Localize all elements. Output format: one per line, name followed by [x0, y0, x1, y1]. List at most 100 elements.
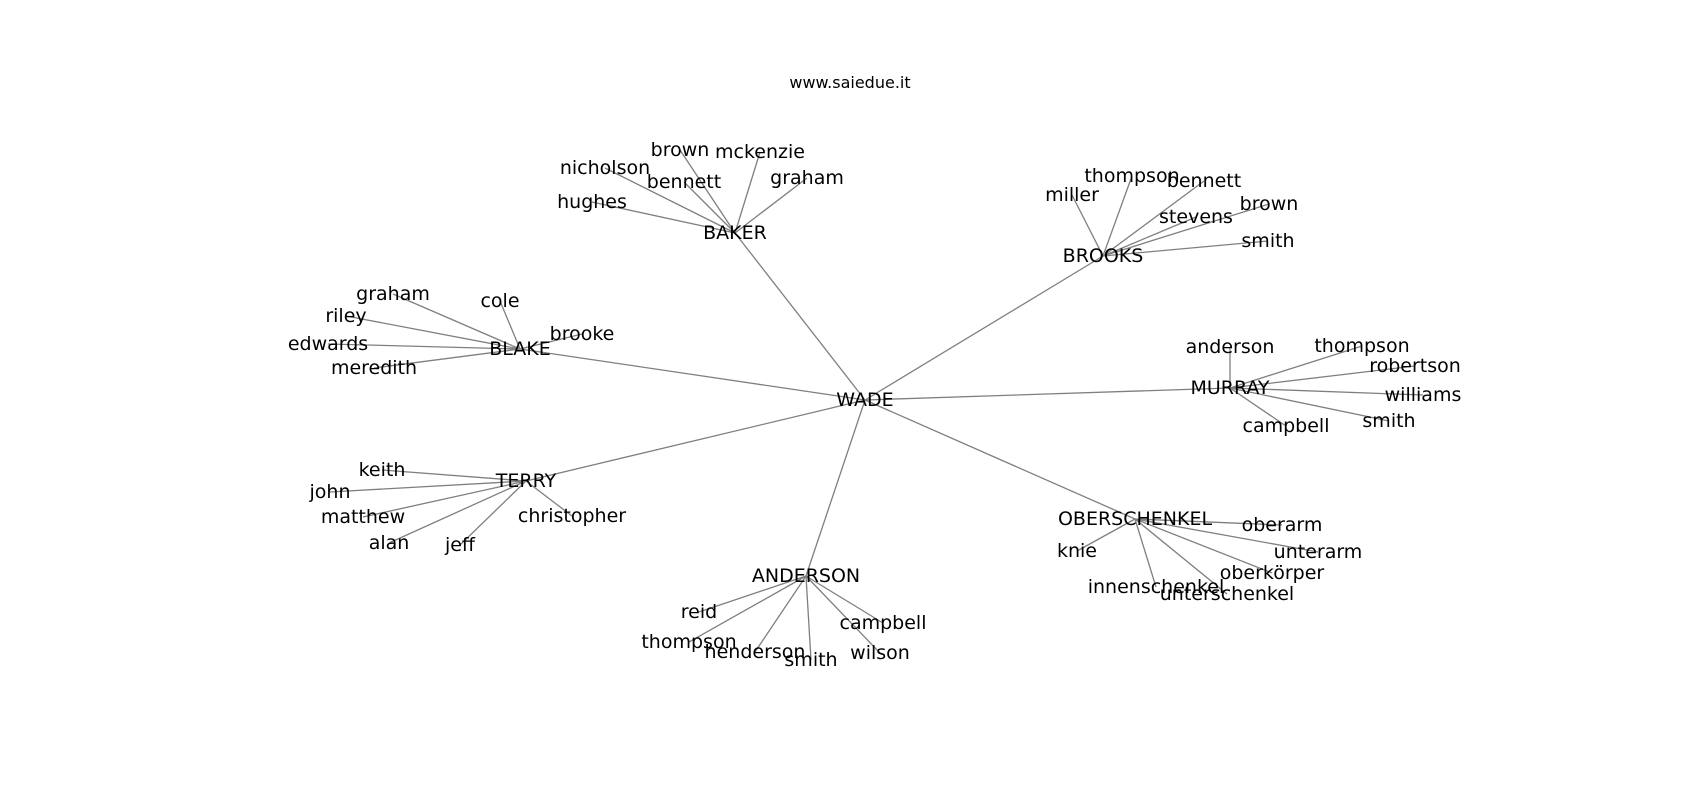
leaf-node-anderson-campbell: campbell [840, 612, 927, 634]
leaf-node-oberschenkel-unterarm: unterarm [1274, 541, 1363, 563]
edge-murray-campbell [1229, 387, 1287, 427]
edge-anderson-wilson [805, 575, 881, 654]
leaf-node-brooks-smith: smith [1241, 230, 1294, 252]
edge-wade-baker [734, 232, 866, 401]
edge-wade-terry [525, 399, 866, 482]
hub-node-terry: TERRY [495, 470, 557, 492]
leaf-node-murray-campbell: campbell [1243, 415, 1330, 437]
leaf-node-baker-nicholson: nicholson [560, 157, 650, 179]
edge-oberschenkel-unterschenkel [1134, 518, 1228, 595]
edge-baker-mckenzie [734, 151, 761, 234]
edge-terry-matthew [362, 480, 527, 518]
leaf-node-anderson-thompson: thompson [641, 631, 736, 653]
edge-baker-hughes [591, 201, 736, 234]
edge-blake-cole [499, 300, 521, 350]
edge-wade-murray [864, 387, 1231, 401]
leaf-node-oberschenkel-unterschenkel: unterschenkel [1160, 583, 1294, 605]
leaf-node-murray-thompson: thompson [1314, 335, 1409, 357]
edge-terry-alan [388, 480, 527, 544]
hub-node-baker: BAKER [703, 222, 767, 244]
hub-node-anderson: ANDERSON [752, 565, 860, 587]
edge-wade-brooks [864, 255, 1104, 401]
edge-anderson-henderson [754, 575, 807, 653]
edge-brooks-bennett [1102, 180, 1205, 257]
leaf-node-terry-matthew: matthew [321, 506, 405, 528]
leaf-node-anderson-reid: reid [681, 601, 717, 623]
edge-anderson-thompson [688, 575, 807, 643]
leaf-node-brooks-thompson: thompson [1084, 165, 1179, 187]
edge-murray-thompson [1229, 345, 1363, 389]
edge-murray-williams [1229, 387, 1424, 396]
edge-oberschenkel-unterarm [1134, 518, 1319, 553]
edge-brooks-stevens [1102, 216, 1197, 257]
leaf-node-murray-williams: williams [1385, 384, 1462, 406]
leaf-node-brooks-brown: brown [1240, 193, 1299, 215]
leaf-node-oberschenkel-oberarm: oberarm [1242, 514, 1323, 536]
leaf-node-murray-robertson: robertson [1369, 355, 1461, 377]
site-watermark: www.saiedue.it [789, 73, 910, 92]
leaf-node-oberschenkel-oberkorper: oberkörper [1220, 562, 1325, 584]
edge-brooks-smith [1102, 240, 1269, 257]
edge-terry-jeff [459, 480, 527, 546]
leaf-node-baker-hughes: hughes [557, 191, 627, 213]
edge-oberschenkel-oberkorper [1134, 518, 1273, 574]
hub-node-brooks: BROOKS [1063, 245, 1144, 267]
edges-layer [327, 149, 1424, 661]
leaf-node-terry-john: john [309, 481, 351, 503]
edge-murray-smith [1229, 387, 1390, 422]
leaf-node-baker-bennett: bennett [647, 171, 721, 193]
edge-blake-graham [392, 293, 521, 350]
leaf-node-oberschenkel-knie: knie [1057, 540, 1097, 562]
edge-blake-riley [345, 315, 521, 350]
edge-anderson-campbell [805, 575, 884, 624]
edge-terry-keith [381, 469, 527, 482]
edge-baker-graham [734, 177, 808, 234]
hub-node-oberschenkel: OBERSCHENKEL [1058, 508, 1212, 530]
leaf-node-blake-cole: cole [480, 290, 519, 312]
root-node-wade: WADE [836, 389, 893, 411]
leaf-node-blake-brooke: brooke [550, 323, 615, 345]
leaf-node-brooks-bennett: bennett [1167, 170, 1241, 192]
edge-baker-bennett [683, 181, 736, 234]
edge-blake-meredith [373, 348, 521, 369]
leaf-node-brooks-stevens: stevens [1159, 206, 1233, 228]
edge-brooks-thompson [1102, 175, 1133, 257]
edge-terry-christopher [525, 480, 573, 517]
leaf-node-baker-brown: brown [651, 139, 710, 161]
leaf-node-anderson-henderson: henderson [705, 641, 806, 663]
edge-wade-anderson [805, 399, 866, 577]
leaf-node-terry-keith: keith [359, 459, 406, 481]
edge-blake-edwards [327, 343, 521, 350]
edge-terry-john [329, 480, 527, 493]
leaf-node-murray-anderson: anderson [1186, 336, 1275, 358]
leaf-node-terry-jeff: jeff [444, 534, 476, 556]
leaf-node-anderson-wilson: wilson [850, 642, 910, 664]
leaf-node-baker-mckenzie: mckenzie [715, 141, 805, 163]
edge-brooks-miller [1071, 194, 1104, 257]
leaf-node-oberschenkel-innenschenkel: innenschenkel [1088, 576, 1225, 598]
edge-wade-blake [519, 348, 866, 401]
edge-anderson-smith [805, 575, 812, 661]
leaf-node-baker-graham: graham [770, 167, 844, 189]
edge-brooks-brown [1102, 203, 1270, 257]
edge-oberschenkel-oberarm [1134, 518, 1283, 526]
leaf-node-blake-graham: graham [356, 283, 430, 305]
leaf-node-anderson-smith: smith [784, 649, 837, 671]
edge-oberschenkel-knie [1076, 518, 1136, 552]
leaf-node-terry-christopher: christopher [518, 505, 626, 527]
edge-blake-brooke [519, 333, 583, 350]
hub-node-murray: MURRAY [1190, 377, 1269, 399]
leaf-node-blake-riley: riley [325, 305, 366, 327]
edge-oberschenkel-innenschenkel [1134, 518, 1157, 588]
edge-murray-robertson [1229, 365, 1416, 389]
edge-baker-brown [679, 149, 736, 234]
edge-baker-nicholson [604, 167, 736, 234]
leaf-node-terry-alan: alan [369, 532, 410, 554]
hub-node-blake: BLAKE [489, 338, 551, 360]
leaf-node-blake-meredith: meredith [331, 357, 417, 379]
leaf-node-brooks-miller: miller [1045, 184, 1099, 206]
edge-wade-oberschenkel [864, 399, 1136, 520]
